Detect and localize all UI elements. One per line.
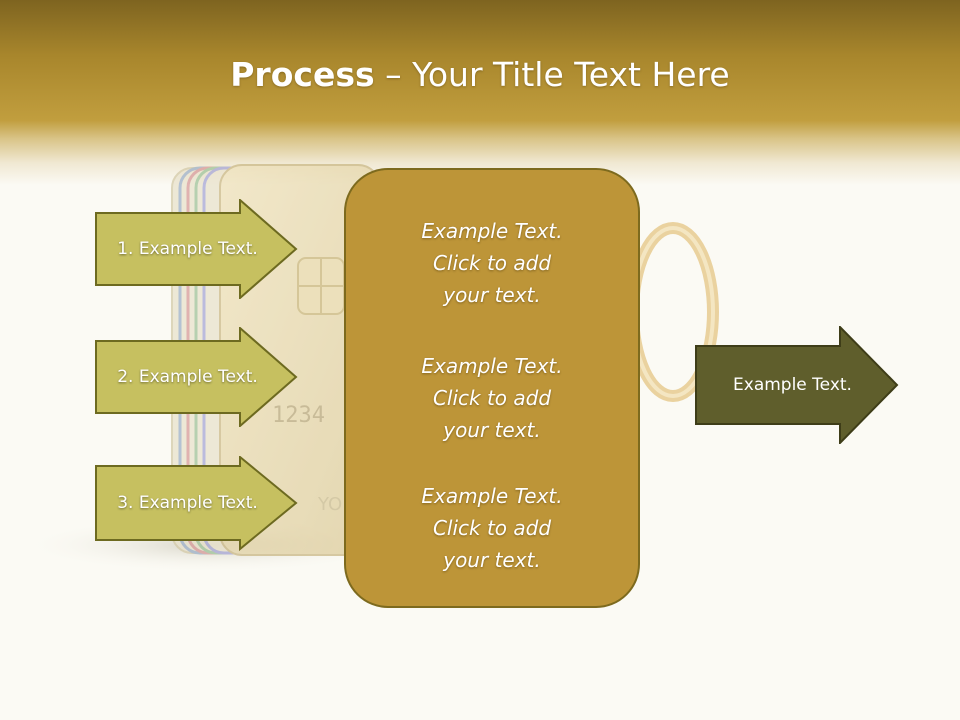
center-text-block-1[interactable]: Example Text. Click to add your text.: [346, 215, 638, 311]
step-arrow-3[interactable]: 3. Example Text.: [95, 456, 298, 556]
center-text-block-2[interactable]: Example Text. Click to add your text.: [346, 350, 638, 446]
output-arrow[interactable]: Example Text.: [695, 326, 900, 444]
center-text-line: Example Text.: [421, 484, 563, 508]
center-text-line: your text.: [443, 548, 541, 572]
title-band: [0, 0, 960, 185]
step-label: 2. Example Text.: [117, 367, 258, 387]
card-number-fragment: 1234: [272, 403, 325, 428]
title-bold: Process: [230, 55, 375, 94]
step-arrow-2[interactable]: 2. Example Text.: [95, 327, 298, 427]
slide-title: Process – Your Title Text Here: [0, 52, 960, 98]
center-text-box[interactable]: Example Text. Click to add your text. Ex…: [344, 168, 640, 608]
center-text-block-3[interactable]: Example Text. Click to add your text.: [346, 480, 638, 576]
center-text-line: Click to add: [432, 386, 552, 410]
center-text-line: Example Text.: [421, 219, 563, 243]
title-rest: – Your Title Text Here: [374, 55, 730, 94]
center-text-line: your text.: [443, 283, 541, 307]
output-label: Example Text.: [733, 375, 852, 395]
center-text-line: Example Text.: [421, 354, 563, 378]
center-text-line: Click to add: [432, 251, 552, 275]
card-text-fragment: YO: [317, 494, 342, 515]
step-label: 3. Example Text.: [117, 493, 258, 513]
step-arrow-1[interactable]: 1. Example Text.: [95, 199, 298, 299]
step-label: 1. Example Text.: [117, 239, 258, 259]
center-text-line: Click to add: [432, 516, 552, 540]
center-text-line: your text.: [443, 418, 541, 442]
